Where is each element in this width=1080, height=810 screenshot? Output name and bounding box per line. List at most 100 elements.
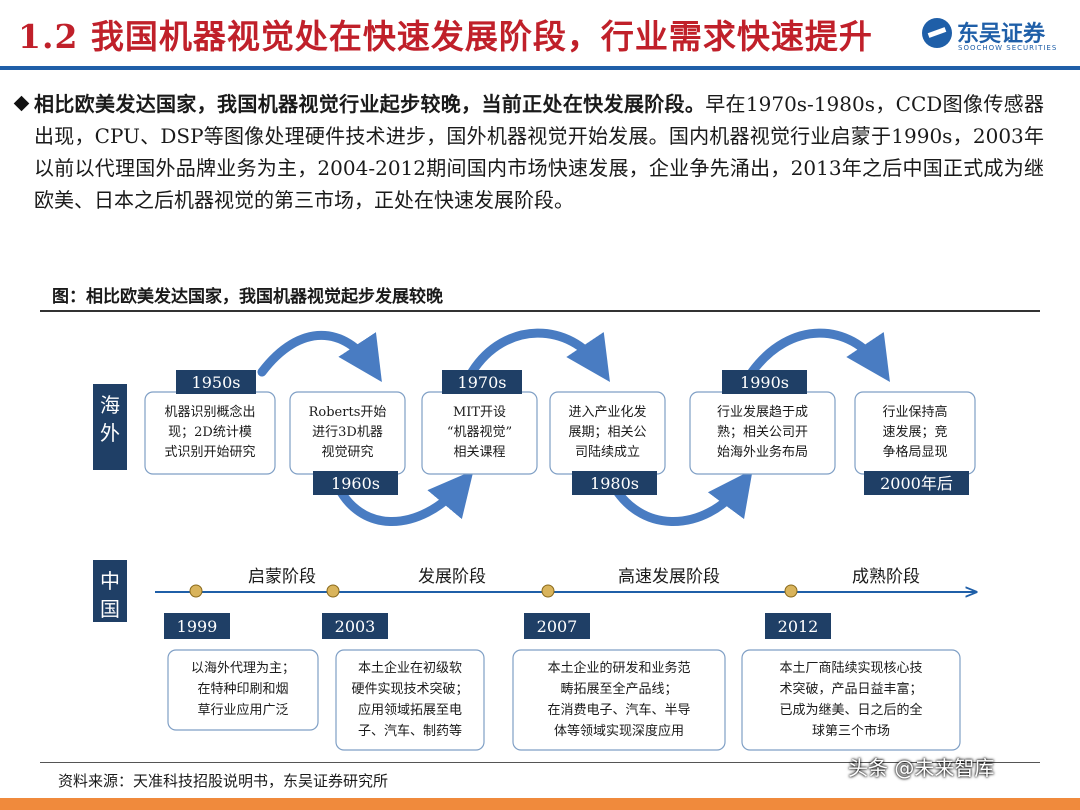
- china-box-line: 本土企业在初级软: [358, 660, 462, 676]
- china-box-line: 球第三个市场: [812, 723, 890, 739]
- china-stage-label: 启蒙阶段: [248, 567, 316, 587]
- timeline-node-dot: [784, 584, 798, 598]
- overseas-box-line: 行业保持高: [882, 404, 947, 420]
- year-tag-bg: [322, 613, 388, 639]
- china-stage-label: 高速发展阶段: [618, 567, 720, 587]
- china-stage-label: 发展阶段: [418, 567, 486, 587]
- china-box-frame: [512, 649, 726, 751]
- year-tag-label: 2007: [537, 617, 578, 636]
- timeline-diagram: 海外中国机器识别概念出现；2D统计模式识别开始研究Roberts开始进行3D机器…: [93, 328, 1080, 751]
- era-tag-label: 1950s: [192, 373, 241, 392]
- overseas-box-line: 行业发展趋于成: [717, 404, 808, 420]
- china-year-tag: 2007: [524, 613, 590, 639]
- overseas-box-line: 司陆续成立: [575, 444, 640, 460]
- china-box-line: 草行业应用广泛: [197, 702, 288, 718]
- era-tag-bg: [176, 370, 256, 394]
- logo-text: 东吴证券: [957, 22, 1046, 47]
- timeline-node-dot: [326, 584, 340, 598]
- overseas-box-line: 相关课程: [453, 445, 505, 460]
- china-stage-label: 成熟阶段: [852, 566, 920, 587]
- china-box-line: 在消费电子、汽车、半导: [547, 702, 690, 718]
- china-box-frame: [741, 649, 961, 751]
- year-tag-bg: [765, 613, 831, 639]
- era-tag-bg: [442, 370, 522, 394]
- overseas-era-tag: 1960s: [313, 471, 398, 495]
- source-divider: [40, 762, 1040, 763]
- overseas-era-tag: 1970s: [442, 370, 522, 394]
- overseas-milestone-box: MIT开设 “机器视觉” 相关课程: [421, 391, 538, 475]
- china-box-line: 子、汽车、制药等: [358, 723, 462, 739]
- figure-caption: 图：相比欧美发达国家，我国机器视觉起步发展较晚: [52, 287, 443, 307]
- china-box-frame: [167, 649, 319, 731]
- overseas-box-line: 争格局显现: [882, 444, 947, 460]
- china-box-line: 本土企业的研发和业务范: [547, 660, 690, 676]
- timeline-node-dot: [541, 584, 555, 598]
- diamond-bullet-icon: [13, 95, 30, 112]
- figure-divider: [40, 310, 1040, 312]
- overseas-box-line: “机器视觉”: [447, 425, 512, 440]
- year-tag-label: 2003: [335, 617, 376, 636]
- overseas-box-line: 现；2D统计模: [168, 425, 252, 440]
- era-tag-label: 1990s: [740, 373, 789, 392]
- overseas-box-line: 进行3D机器: [312, 425, 383, 440]
- overseas-era-tag: 1990s: [722, 370, 807, 394]
- overseas-side-label-char: 外: [100, 421, 120, 445]
- overseas-box-line: 速发展；竞: [882, 424, 947, 440]
- timeline-arc-arrow-5: [747, 328, 890, 382]
- overseas-box-line: 展期；相关公: [568, 425, 646, 440]
- china-box-line: 畴拓展至全产品线；: [560, 681, 677, 697]
- bullet-paragraph: 相比欧美发达国家，我国机器视觉行业起步较晚，当前正处在快发展阶段。早在1970s…: [13, 88, 1044, 216]
- china-side-label-bg: [93, 560, 127, 622]
- era-tag-bg: [572, 471, 657, 495]
- china-box-line: 术突破，产品日益丰富；: [779, 681, 922, 697]
- era-tag-label: 1960s: [331, 474, 380, 493]
- china-box-line: 以海外代理为主；: [191, 661, 295, 676]
- source-note: 资料来源：天准科技招股说明书，东吴证券研究所: [58, 772, 389, 790]
- china-year-tag: 2012: [765, 613, 831, 639]
- overseas-box-line: MIT开设: [453, 405, 506, 420]
- page-title: 1.2 我国机器视觉处在快速发展阶段，行业需求快速提升: [18, 17, 873, 56]
- era-tag-label: 1980s: [590, 474, 639, 493]
- china-box-line: 体等领域实现深度应用: [554, 723, 684, 739]
- era-tag-bg: [864, 471, 969, 495]
- bullet-body-text: 早在1970s-1980s，CCD图像传感器出现，CPU、DSP等图像处理硬件技…: [34, 92, 1044, 212]
- overseas-side-label-char: 海: [100, 393, 120, 417]
- overseas-era-tag: 1980s: [572, 471, 657, 495]
- bullet-lead-text: 相比欧美发达国家，我国机器视觉行业起步较晚，当前正处在快发展阶段。: [34, 92, 706, 116]
- overseas-box-line: 进入产业化发: [568, 404, 646, 420]
- era-tag-bg: [722, 370, 807, 394]
- timeline-arc-arrow-1: [257, 331, 382, 383]
- footer-bar: [0, 798, 1080, 810]
- overseas-box-line: 式识别开始研究: [164, 445, 255, 460]
- era-tag-label: 1970s: [458, 373, 507, 392]
- era-tag-label: 2000年后: [880, 474, 953, 493]
- overseas-box-line: 熟；相关公司开: [717, 424, 808, 440]
- logo-subtext: SOOCHOW SECURITIES: [958, 44, 1058, 52]
- overseas-era-tag: 2000年后: [864, 471, 969, 495]
- year-tag-label: 2012: [778, 617, 819, 636]
- header-divider: [0, 66, 1080, 70]
- china-box-line: 在特种印刷和烟: [197, 682, 288, 697]
- page-header: 1.2 我国机器视觉处在快速发展阶段，行业需求快速提升 东吴证券 SOOCHOW…: [0, 0, 1080, 70]
- overseas-era-tag: 1950s: [176, 370, 256, 394]
- china-box-frame: [335, 649, 485, 751]
- china-box-line: 本土厂商陆续实现核心技: [779, 660, 922, 676]
- china-year-tag: 1999: [164, 613, 230, 639]
- year-tag-bg: [164, 613, 230, 639]
- overseas-box-line: 始海外业务布局: [717, 444, 808, 460]
- china-box-line: 已成为继美、日之后的全: [779, 702, 922, 718]
- brand-logo: 东吴证券 SOOCHOW SECURITIES: [922, 16, 1072, 56]
- overseas-box-line: 机器识别概念出: [164, 404, 255, 420]
- china-side-label-char: 中: [100, 569, 120, 593]
- china-side-label-char: 国: [100, 597, 120, 621]
- timeline-node-dot: [189, 584, 203, 598]
- year-tag-bg: [524, 613, 590, 639]
- watermark-text: 头条 @未来智库: [848, 756, 995, 780]
- timeline-arc-arrow-3: [467, 328, 610, 382]
